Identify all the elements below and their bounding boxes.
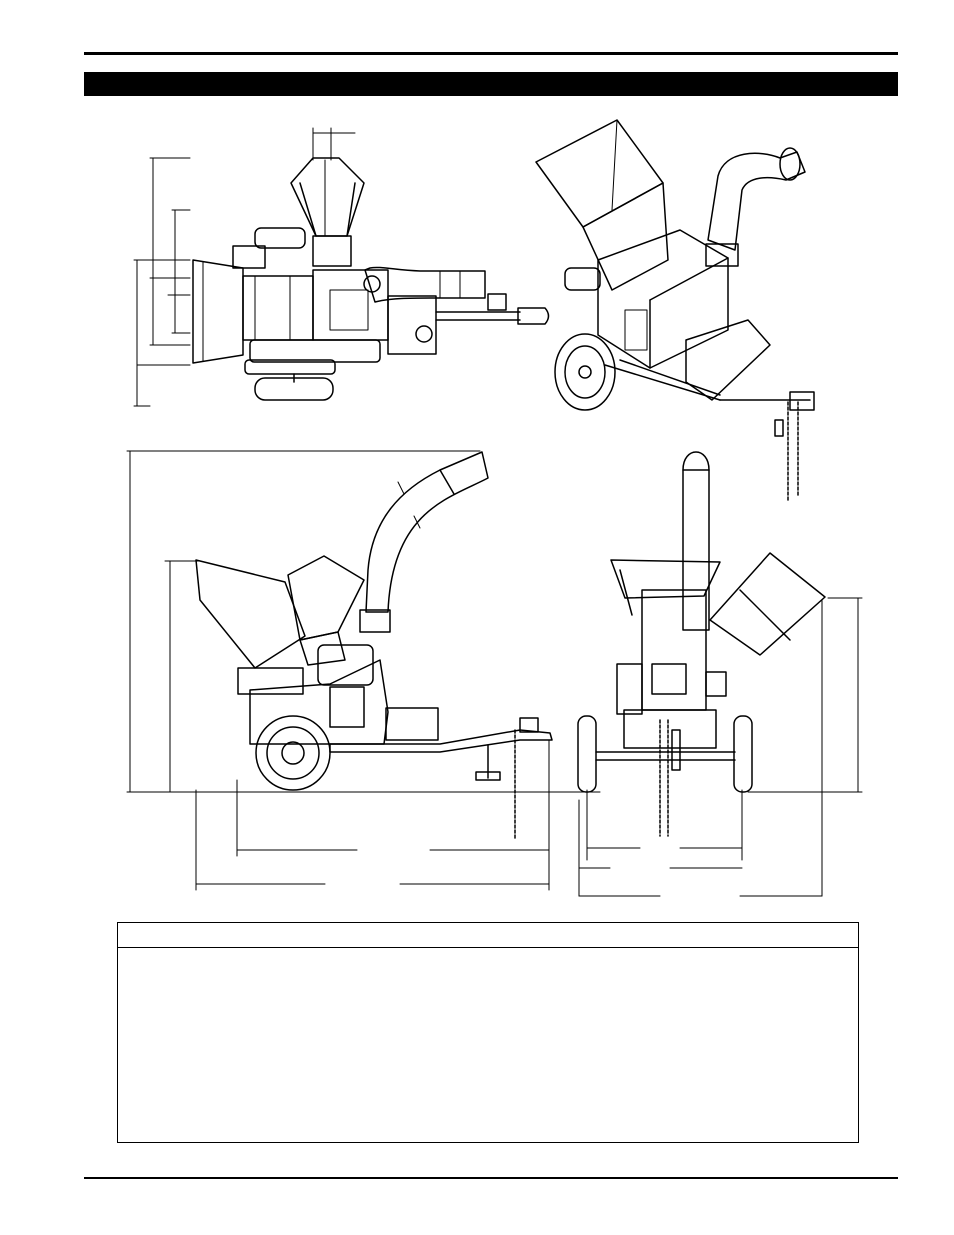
title-bar <box>84 72 898 96</box>
rear-view <box>577 451 863 897</box>
bottom-rule <box>84 1177 898 1179</box>
specifications-table <box>117 922 859 1143</box>
side-view <box>126 450 601 891</box>
isometric-view <box>535 119 815 501</box>
top-view <box>133 127 550 407</box>
top-rule <box>84 52 898 55</box>
specifications-table-header <box>118 923 858 948</box>
